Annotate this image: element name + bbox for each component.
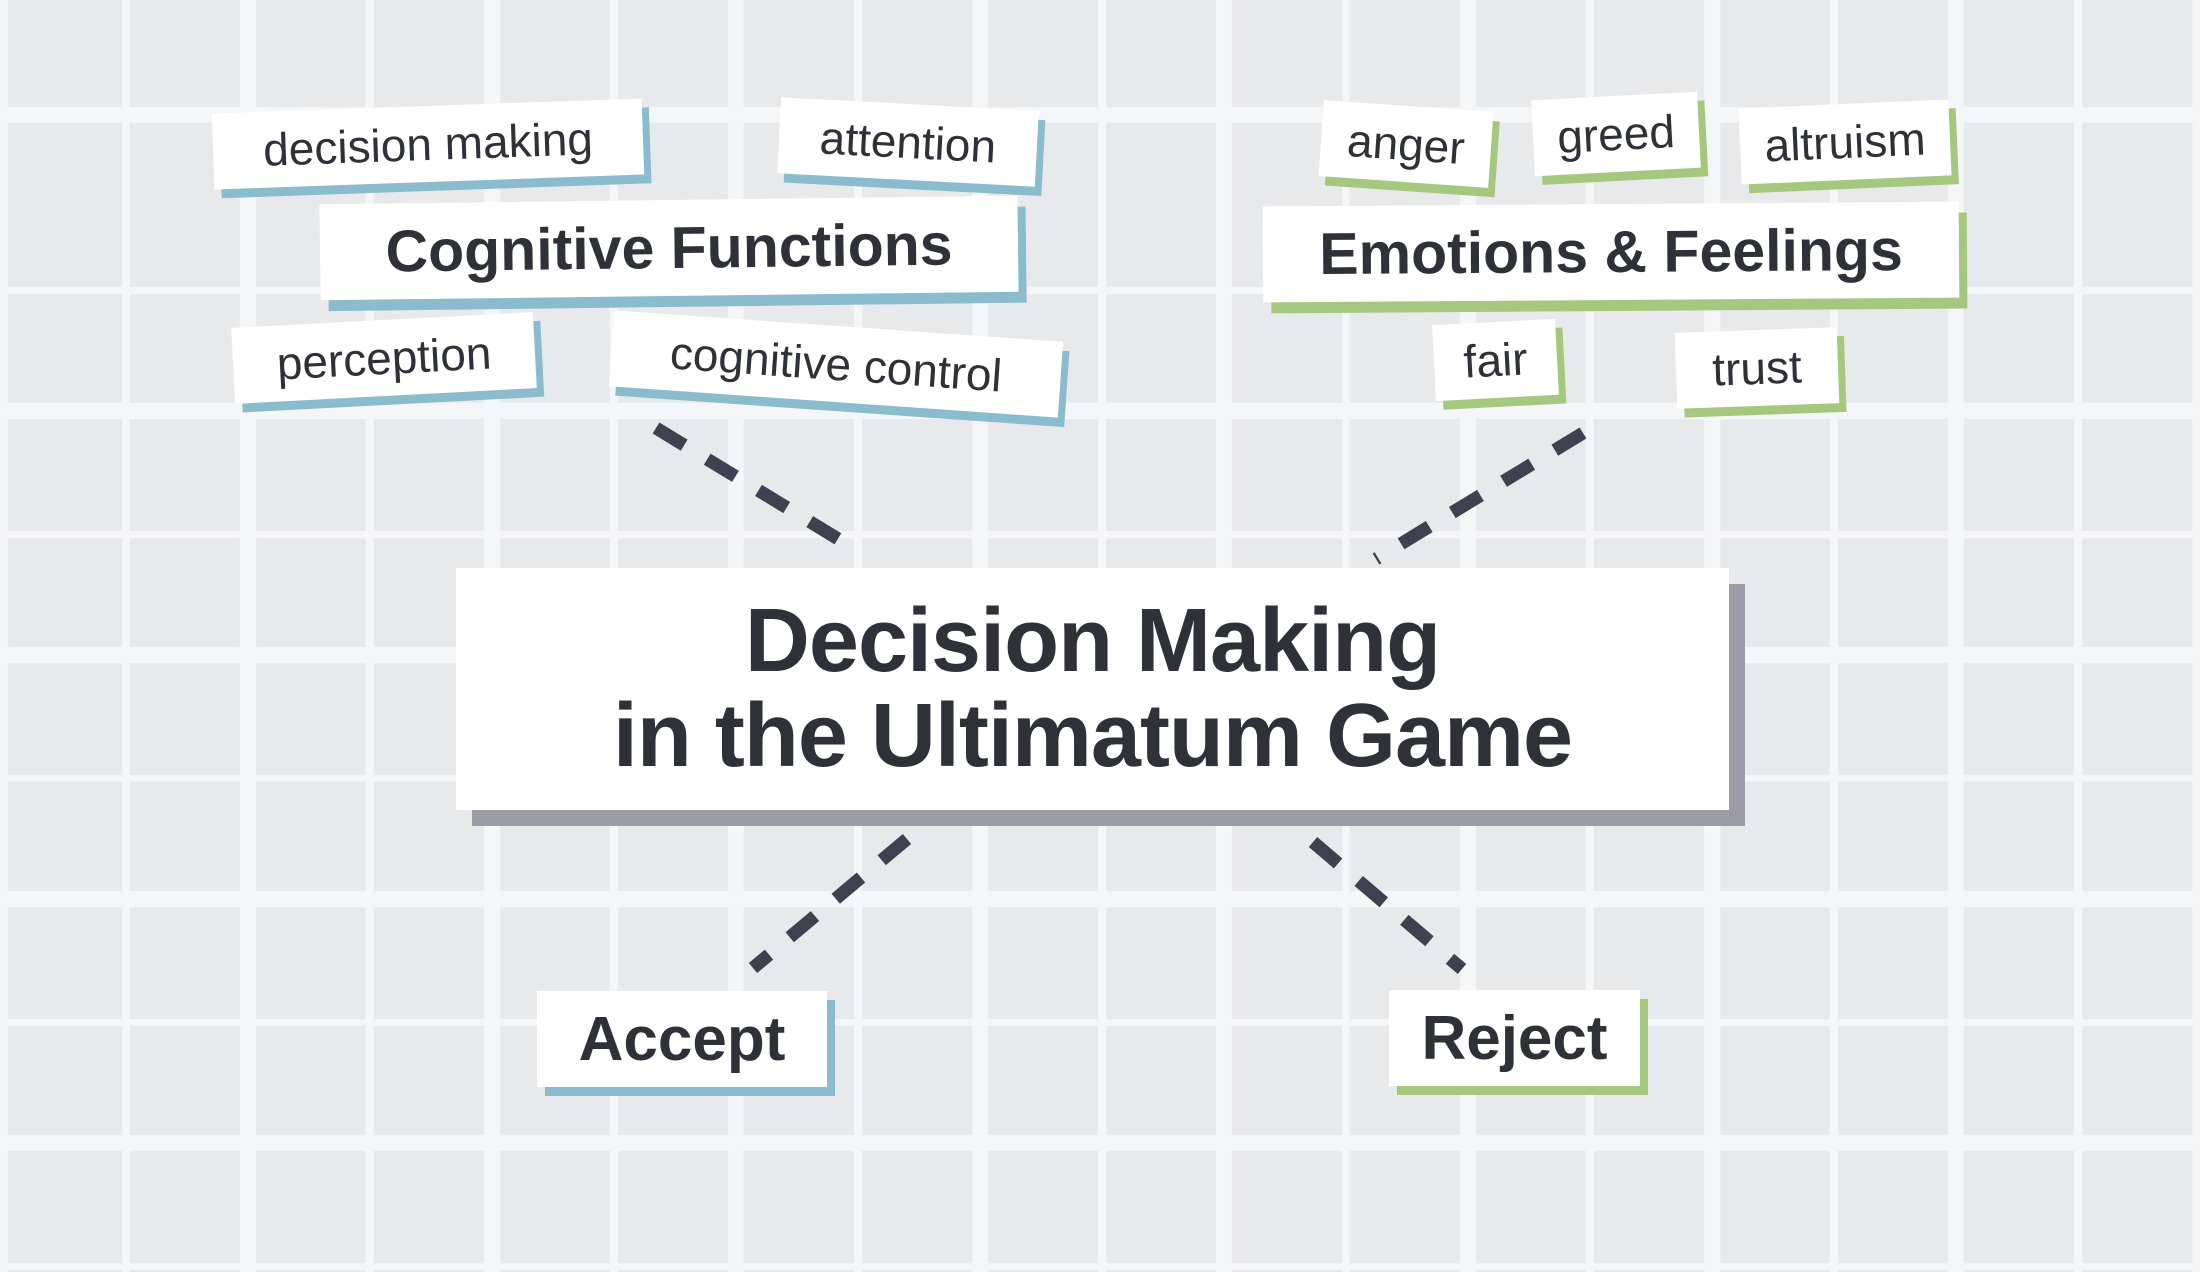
tag-label: fair: [1462, 332, 1529, 388]
connector-center-to-reject: [1308, 837, 1467, 974]
tag-label: cognitive control: [668, 326, 1004, 402]
outcome-accept-label: Accept: [578, 1004, 786, 1074]
tag-trust: trust: [1674, 327, 1840, 409]
tag-label: altruism: [1763, 112, 1927, 172]
tag-label: greed: [1555, 104, 1677, 164]
outcome-reject-card: Reject: [1389, 990, 1640, 1086]
tag-perception: perception: [231, 312, 537, 404]
cluster-header-cognitive-functions: Cognitive Functions: [319, 195, 1019, 301]
tag-greed: greed: [1531, 91, 1701, 177]
connector-cognitive-to-center: [652, 422, 862, 557]
cluster-header-emotions-feelings: Emotions & Feelings: [1262, 201, 1960, 303]
center-topic-title-line2: in the Ultimatum Game: [612, 686, 1573, 786]
tag-label: anger: [1345, 113, 1467, 175]
outcome-accept-card: Accept: [537, 991, 827, 1087]
tag-altruism: altruism: [1738, 99, 1952, 185]
center-topic-card: Decision Making in the Ultimatum Game: [456, 568, 1729, 810]
connector-center-to-accept: [748, 834, 912, 973]
tag-label: decision making: [262, 112, 594, 176]
tag-cognitive-control: cognitive control: [608, 310, 1064, 418]
tag-label: perception: [275, 326, 493, 390]
tag-decision-making: decision making: [211, 98, 645, 190]
cluster-header-label: Emotions & Feelings: [1319, 216, 1903, 288]
cluster-header-label: Cognitive Functions: [385, 211, 953, 285]
tag-label: trust: [1711, 340, 1803, 396]
center-topic-title-line1: Decision Making: [744, 590, 1441, 691]
tag-attention: attention: [777, 97, 1039, 187]
outcome-reject-label: Reject: [1421, 1003, 1608, 1073]
tag-anger: anger: [1318, 100, 1494, 188]
tag-label: attention: [818, 111, 998, 173]
center-topic-title: Decision Making in the Ultimatum Game: [612, 590, 1573, 786]
connector-emotions-to-center: [1372, 427, 1587, 565]
tag-fair: fair: [1432, 318, 1559, 402]
